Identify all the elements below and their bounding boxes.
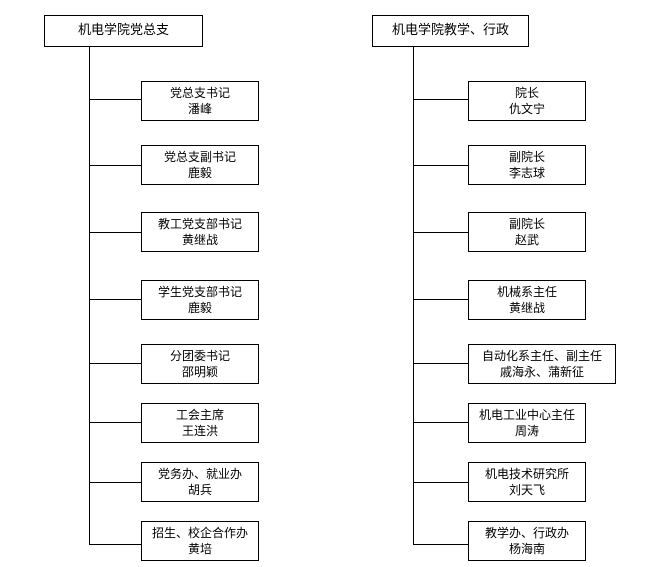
right-node-2: 副院长 李志球	[468, 145, 586, 185]
node-name: 李志球	[508, 166, 545, 180]
node-name: 杨海南	[508, 542, 545, 556]
node-name: 刘天飞	[508, 483, 545, 497]
right-connector	[413, 299, 468, 300]
right-connector	[413, 482, 468, 483]
node-title: 副院长	[508, 150, 545, 164]
left-connector	[89, 482, 141, 483]
right-connector	[413, 232, 468, 233]
node-title: 自动化系主任、副主任	[481, 349, 602, 363]
node-title: 机电技术研究所	[484, 467, 569, 481]
left-connector	[89, 363, 141, 364]
left-node-5: 分团委书记 邵明颖	[141, 344, 259, 384]
right-node-5: 自动化系主任、副主任 戚海永、蒲新征	[468, 344, 616, 384]
right-connector	[413, 363, 468, 364]
node-name: 仇文宁	[508, 102, 545, 116]
left-connector	[89, 544, 141, 545]
node-title: 教学办、行政办	[484, 526, 569, 540]
node-name: 戚海永、蒲新征	[499, 365, 584, 379]
node-name: 黄培	[187, 542, 212, 556]
right-node-8: 教学办、行政办 杨海南	[468, 521, 586, 561]
node-title: 党总支副书记	[163, 150, 236, 164]
node-title: 学生党支部书记	[157, 285, 242, 299]
left-node-7: 党务办、就业办 胡兵	[141, 462, 259, 502]
node-name: 黄继战	[508, 301, 545, 315]
right-node-4: 机械系主任 黄继战	[468, 280, 586, 320]
left-node-3: 教工党支部书记 黄继战	[141, 212, 259, 252]
node-title: 党总支书记	[169, 86, 230, 100]
left-connector	[89, 299, 141, 300]
node-name: 鹿毅	[187, 301, 212, 315]
node-title: 工会主席	[175, 408, 224, 422]
left-node-8: 招生、校企合作办 黄培	[141, 521, 259, 561]
right-node-3: 副院长 赵武	[468, 212, 586, 252]
left-connector	[89, 165, 141, 166]
right-connector	[413, 544, 468, 545]
right-trunk-line	[413, 47, 414, 545]
left-connector	[89, 99, 141, 100]
right-connector	[413, 422, 468, 423]
left-trunk-line	[89, 47, 90, 545]
left-node-2: 党总支副书记 鹿毅	[141, 145, 259, 185]
left-root-box: 机电学院党总支	[44, 15, 203, 47]
node-title: 副院长	[508, 217, 545, 231]
node-title: 教工党支部书记	[157, 217, 242, 231]
node-name: 黄继战	[181, 233, 218, 247]
right-node-6: 机电工业中心主任 周涛	[468, 403, 586, 443]
right-connector	[413, 165, 468, 166]
node-name: 潘峰	[187, 102, 212, 116]
right-node-7: 机电技术研究所 刘天飞	[468, 462, 586, 502]
node-name: 胡兵	[187, 483, 212, 497]
right-root-box: 机电学院教学、行政	[372, 15, 529, 47]
left-connector	[89, 422, 141, 423]
left-node-1: 党总支书记 潘峰	[141, 81, 259, 121]
node-title: 党务办、就业办	[157, 467, 242, 481]
node-name: 周涛	[514, 424, 539, 438]
left-node-4: 学生党支部书记 鹿毅	[141, 280, 259, 320]
left-connector	[89, 232, 141, 233]
node-name: 赵武	[514, 233, 539, 247]
right-connector	[413, 99, 468, 100]
node-name: 王连洪	[181, 424, 218, 438]
node-title: 分团委书记	[169, 349, 230, 363]
left-root-label: 机电学院党总支	[77, 23, 169, 38]
right-root-label: 机电学院教学、行政	[391, 23, 509, 38]
node-title: 机械系主任	[496, 285, 557, 299]
right-node-1: 院长 仇文宁	[468, 81, 586, 121]
node-title: 院长	[514, 86, 539, 100]
node-name: 邵明颖	[181, 365, 218, 379]
node-title: 招生、校企合作办	[151, 526, 248, 540]
left-node-6: 工会主席 王连洪	[141, 403, 259, 443]
node-title: 机电工业中心主任	[478, 408, 575, 422]
node-name: 鹿毅	[187, 166, 212, 180]
